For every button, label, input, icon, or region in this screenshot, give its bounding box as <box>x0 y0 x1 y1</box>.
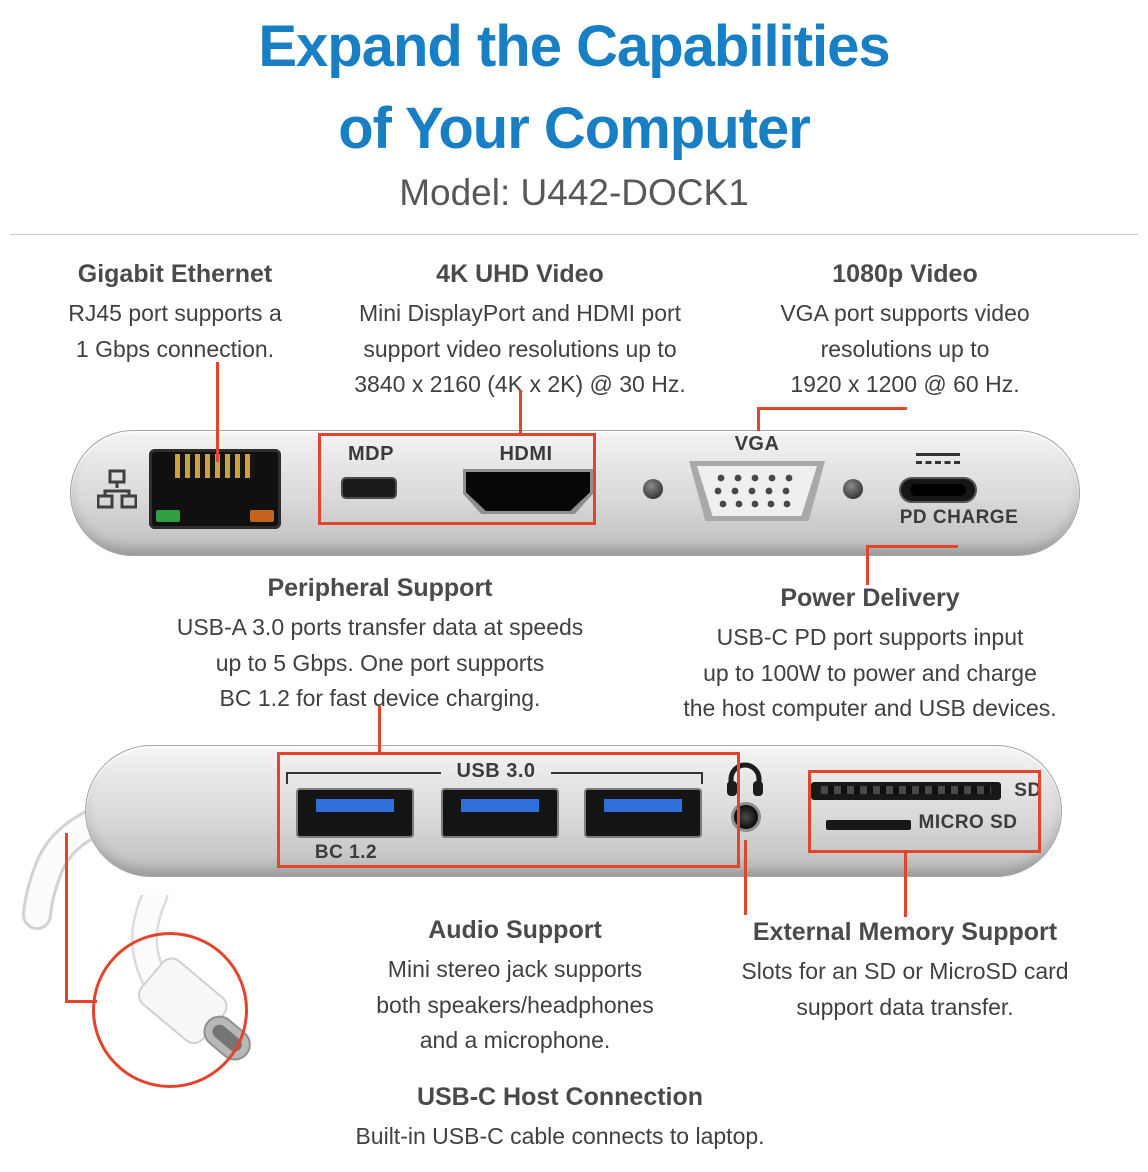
callout-body: USB-C PD port supports input up to 100W … <box>683 624 1057 722</box>
hdmi-port-label: HDMI <box>499 443 553 465</box>
bc12-label: BC 1.2 <box>314 842 378 863</box>
vga-screw-right <box>843 479 863 499</box>
vga-port <box>689 461 825 521</box>
leader-line-gigabit <box>216 362 219 462</box>
callout-external-memory: External Memory Support Slots for an SD … <box>740 918 1070 1025</box>
ethernet-network-icon <box>96 469 138 509</box>
highlight-box-video-ports <box>318 433 596 525</box>
callout-usbc-host: USB-C Host Connection Built-in USB-C cab… <box>300 1083 820 1155</box>
callout-body: VGA port supports video resolutions up t… <box>780 300 1030 398</box>
mdp-port-label: MDP <box>348 443 394 465</box>
usb-blue-tongue <box>461 799 539 812</box>
sd-card-slot <box>811 782 1001 800</box>
hdmi-port <box>463 469 593 514</box>
callout-title: Power Delivery <box>780 584 960 612</box>
vga-pin-holes <box>714 474 793 508</box>
rj45-led-green <box>156 510 180 522</box>
usb30-bracket-left <box>286 772 441 774</box>
headphones-icon <box>724 758 766 800</box>
model-number: Model: U442-DOCK1 <box>399 172 749 213</box>
leader-line-power-vertical <box>866 545 869 585</box>
callout-title: External Memory Support <box>752 918 1058 946</box>
callout-power-delivery: Power Delivery USB-C PD port supports in… <box>645 584 1095 727</box>
pd-charge-label: PD CHARGE <box>899 507 1019 528</box>
usbc-highlight-circle <box>92 932 248 1088</box>
callout-title: 4K UHD Video <box>436 260 604 288</box>
usb-blue-tongue <box>604 799 682 812</box>
callout-title: Gigabit Ethernet <box>77 260 273 288</box>
callout-title: Audio Support <box>428 916 602 944</box>
usb-a-port-2 <box>441 788 559 838</box>
page-title: Expand the Capabilities of Your Computer <box>258 14 890 162</box>
vga-port-label: VGA <box>734 433 780 455</box>
mini-displayport <box>341 477 397 499</box>
callout-body: Slots for an SD or MicroSD card support … <box>741 958 1069 1020</box>
callout-title: Peripheral Support <box>267 574 493 602</box>
callout-title: 1080p Video <box>832 260 978 288</box>
dock-front-view: MDP HDMI VGA PD CHARGE <box>70 430 1080 556</box>
callout-4k-uhd-video: 4K UHD Video Mini DisplayPort and HDMI p… <box>320 260 720 403</box>
rj45-led-amber <box>250 510 274 522</box>
callout-body: Mini DisplayPort and HDMI port support v… <box>354 300 686 398</box>
leader-line-1080p-horizontal <box>757 407 907 410</box>
callout-1080p-video: 1080p Video VGA port supports video reso… <box>755 260 1055 403</box>
audio-jack-port <box>731 802 761 832</box>
usb30-bracket-tick-left <box>286 772 288 784</box>
divider <box>10 234 1138 235</box>
callout-body: Mini stereo jack supports both speakers/… <box>376 956 654 1054</box>
micro-sd-slot-label: MICRO SD <box>918 812 1018 833</box>
callout-peripheral-support: Peripheral Support USB-A 3.0 ports trans… <box>155 574 605 717</box>
usb-c-pd-port <box>899 477 977 503</box>
callout-gigabit-ethernet: Gigabit Ethernet RJ45 port supports a 1 … <box>40 260 310 367</box>
dc-power-icon <box>916 453 960 464</box>
leader-line-memory <box>904 853 907 917</box>
rj45-pins <box>175 454 255 478</box>
sd-slot-label: SD <box>1014 780 1042 801</box>
rj45-ethernet-port <box>149 449 281 529</box>
usb-a-port-3 <box>584 788 702 838</box>
highlight-box-usb-ports <box>277 752 740 868</box>
callout-body: USB-A 3.0 ports transfer data at speeds … <box>176 614 584 712</box>
vga-screw-left <box>643 479 663 499</box>
dock-rear-view: USB 3.0 BC 1.2 SD MICRO SD <box>85 745 1062 877</box>
usb-blue-tongue <box>316 799 394 812</box>
highlight-box-memory-slots <box>808 770 1041 853</box>
callout-body: RJ45 port supports a 1 Gbps connection. <box>68 300 282 362</box>
usb30-group-label: USB 3.0 <box>456 760 536 782</box>
usb30-bracket-tick-right <box>701 772 703 784</box>
usb30-bracket-right <box>551 772 703 774</box>
callout-body: Built-in USB-C cable connects to laptop. <box>355 1123 765 1149</box>
callout-audio-support: Audio Support Mini stereo jack supports … <box>355 916 675 1059</box>
leader-line-1080p-vertical <box>757 407 760 431</box>
leader-line-usbc-vertical <box>65 833 68 1003</box>
leader-line-audio <box>744 840 747 915</box>
leader-line-usbc-horizontal <box>65 1000 97 1003</box>
callout-title: USB-C Host Connection <box>416 1083 704 1111</box>
leader-line-peripheral <box>378 706 381 754</box>
micro-sd-card-slot <box>826 820 911 830</box>
leader-line-power-horizontal <box>866 545 958 548</box>
leader-line-4k-video <box>519 390 522 434</box>
usb-a-port-1 <box>296 788 414 838</box>
